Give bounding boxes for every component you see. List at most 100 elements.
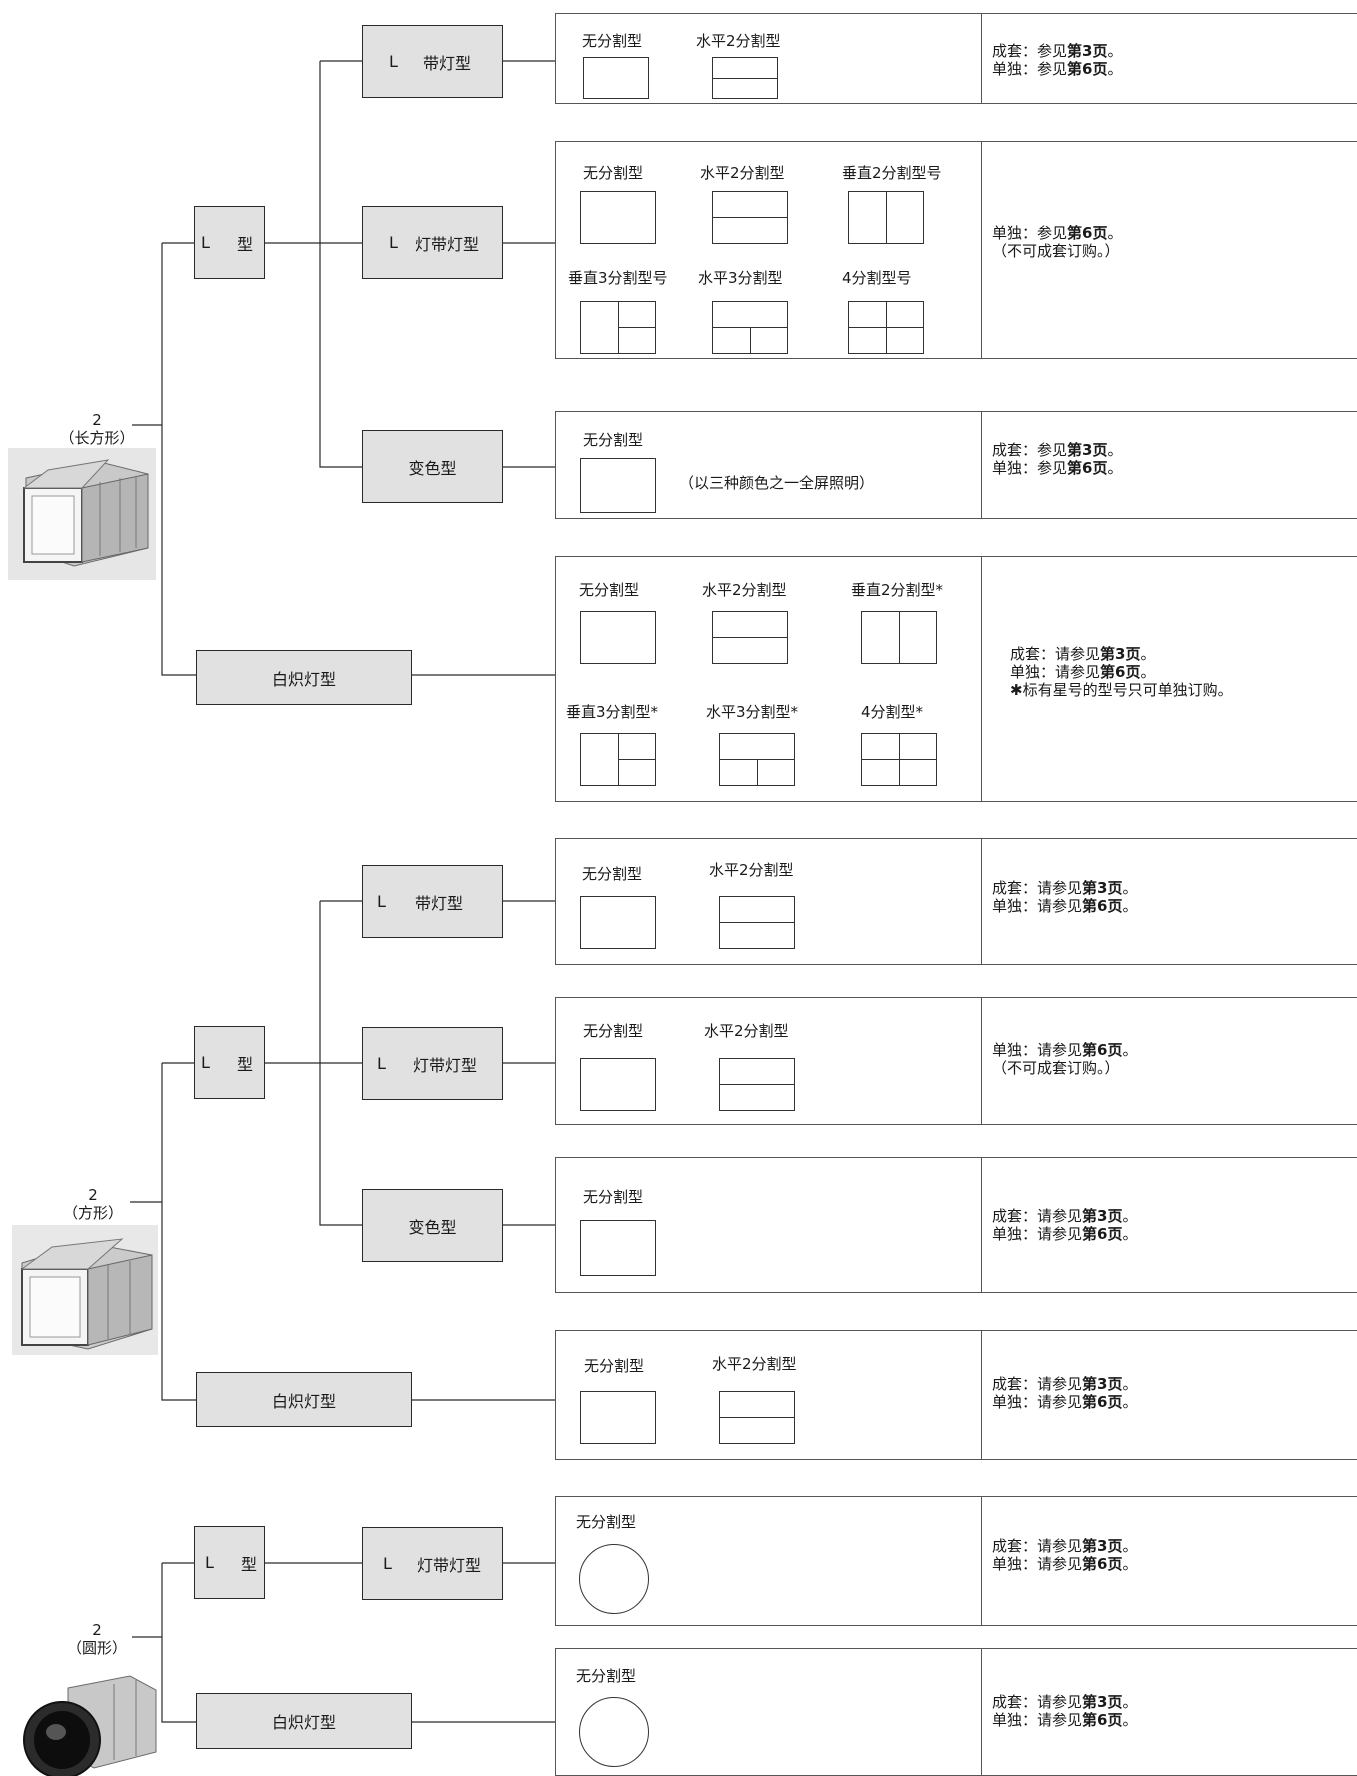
sub-label: 变色型 (408, 1214, 456, 1238)
type-l-prefix: L (201, 1053, 210, 1072)
pattern-label: 水平2分割型 (709, 859, 794, 880)
sub-label: 灯带灯型 (415, 231, 479, 255)
pattern-label: 无分割型 (576, 1511, 636, 1532)
order-note: 成套：参见第3页。 单独：参见第6页。 (992, 441, 1122, 477)
pattern-no-split (580, 1391, 656, 1444)
panel-divider (981, 1649, 982, 1775)
pattern-label: 无分割型 (584, 1355, 644, 1376)
incandescent-box-g1: 白炽灯型 (196, 650, 412, 705)
pattern-label: 无分割型 (582, 30, 642, 51)
sub-prefix: L (377, 1054, 386, 1073)
sub-label: 带灯型 (423, 50, 471, 74)
order-note: 单独：请参见第6页。 （不可成套订购。） (992, 1041, 1137, 1077)
pattern-h2-split (712, 57, 778, 99)
order-note: 成套：请参见第3页。 单独：请参见第6页。 (992, 1693, 1137, 1729)
square-switch-photo (12, 1225, 158, 1355)
panel-divider (981, 557, 982, 801)
pattern-h2-split (712, 611, 788, 664)
panel-divider (981, 839, 982, 964)
pattern-h2-split (719, 896, 795, 949)
pattern-label: 无分割型 (579, 579, 639, 600)
pattern-no-split (580, 1058, 656, 1111)
pattern-no-split (580, 611, 656, 664)
type-l-box-g3: L 型 (194, 1526, 265, 1599)
pattern-panel-g1-1: 无分割型 水平2分割型 成套：参见第3页。 单独：参见第6页。 (555, 13, 1357, 104)
pattern-panel-g3-1: 无分割型 成套：请参见第3页。 单独：请参见第6页。 (555, 1496, 1357, 1626)
sub-label: 变色型 (408, 455, 456, 479)
pattern-v2-split (848, 191, 924, 244)
sub-label: 灯带灯型 (413, 1052, 477, 1076)
pattern-label: 无分割型 (583, 162, 643, 183)
type-l-label: 型 (237, 231, 253, 255)
round-switch-photo (22, 1668, 158, 1776)
pattern-remark: （以三种颜色之一全屏照明） (679, 472, 874, 493)
panel-divider (981, 998, 982, 1124)
sub-box-g2-2: L 灯带灯型 (362, 1027, 503, 1100)
pattern-label: 无分割型 (583, 1186, 643, 1207)
sub-box-g1-2: L 灯带灯型 (362, 206, 503, 279)
pattern-no-split (583, 57, 649, 99)
pattern-label: 垂直3分割型* (566, 701, 658, 722)
order-note: 成套：参见第3页。 单独：参见第6页。 (992, 42, 1122, 78)
pattern-h2-split (719, 1391, 795, 1444)
order-note: 单独：参见第6页。 （不可成套订购。） (992, 224, 1122, 260)
pattern-panel-g1-2: 无分割型 水平2分割型 垂直2分割型号 垂直3分割型号 水平3分割型 4分割型号… (555, 141, 1357, 359)
sub-box-g3-1: L 灯带灯型 (362, 1527, 503, 1600)
pattern-v3-split (580, 301, 656, 354)
pattern-round-no-split (579, 1697, 649, 1767)
pattern-panel-g2-1: 无分割型 水平2分割型 成套：请参见第3页。 单独：请参见第6页。 (555, 838, 1357, 965)
panel-divider (981, 412, 982, 518)
panel-divider (981, 1497, 982, 1625)
pattern-label: 垂直3分割型号 (568, 267, 668, 288)
sub-prefix: L (383, 1554, 392, 1573)
pattern-h3-split (719, 733, 795, 786)
type-l-label: 型 (237, 1051, 253, 1075)
pattern-panel-g1-incandescent: 无分割型 水平2分割型 垂直2分割型* 垂直3分割型* 水平3分割型* 4分割型… (555, 556, 1357, 802)
pattern-label: 水平2分割型 (704, 1020, 789, 1041)
pattern-label: 无分割型 (583, 429, 643, 450)
incandescent-box-g2: 白炽灯型 (196, 1372, 412, 1427)
pattern-no-split (580, 1220, 656, 1276)
shape-label: （长方形） (52, 429, 142, 447)
category-label-round: 2 （圆形） (52, 1621, 142, 1657)
incandescent-box-g3: 白炽灯型 (196, 1693, 412, 1749)
size-label: 2 (48, 1186, 138, 1204)
sub-label: 带灯型 (415, 890, 463, 914)
pattern-no-split (580, 458, 656, 513)
type-l-box-g2: L 型 (194, 1026, 265, 1099)
pattern-panel-g3-incandescent: 无分割型 成套：请参见第3页。 单独：请参见第6页。 (555, 1648, 1357, 1776)
size-label: 2 (52, 411, 142, 429)
pattern-label: 垂直2分割型号 (842, 162, 942, 183)
pattern-label: 无分割型 (582, 863, 642, 884)
pattern-label: 垂直2分割型* (851, 579, 943, 600)
pattern-panel-g2-3: 无分割型 成套：请参见第3页。 单独：请参见第6页。 (555, 1157, 1357, 1293)
sub-box-g1-3: 变色型 (362, 430, 503, 503)
category-label-square: 2 （方形） (48, 1186, 138, 1222)
pattern-label: 水平3分割型* (706, 701, 798, 722)
pattern-panel-g1-3: 无分割型 （以三种颜色之一全屏照明） 成套：参见第3页。 单独：参见第6页。 (555, 411, 1357, 519)
pattern-h2-split (712, 191, 788, 244)
rectangular-switch-photo (8, 448, 156, 580)
pattern-label: 水平2分割型 (700, 162, 785, 183)
order-note: 成套：请参见第3页。 单独：请参见第6页。 (992, 1375, 1137, 1411)
category-label-rectangular: 2 （长方形） (52, 411, 142, 447)
pattern-label: 水平2分割型 (696, 30, 781, 51)
shape-label: （方形） (48, 1204, 138, 1222)
type-l-label: 型 (241, 1551, 257, 1575)
pattern-label: 无分割型 (583, 1020, 643, 1041)
pattern-v3-split (580, 733, 656, 786)
pattern-round-no-split (579, 1544, 649, 1614)
pattern-label: 水平2分割型 (702, 579, 787, 600)
type-l-prefix: L (205, 1553, 214, 1572)
sub-box-g1-1: L 带灯型 (362, 25, 503, 98)
incandescent-label: 白炽灯型 (272, 666, 336, 690)
sub-prefix: L (389, 233, 398, 252)
pattern-label: 水平2分割型 (712, 1353, 797, 1374)
pattern-label: 4分割型* (861, 701, 923, 722)
pattern-label: 水平3分割型 (698, 267, 783, 288)
incandescent-label: 白炽灯型 (272, 1388, 336, 1412)
incandescent-label: 白炽灯型 (272, 1709, 336, 1733)
pattern-panel-g2-2: 无分割型 水平2分割型 单独：请参见第6页。 （不可成套订购。） (555, 997, 1357, 1125)
pattern-h2-split (719, 1058, 795, 1111)
order-note: 成套：请参见第3页。 单独：请参见第6页。 (992, 1537, 1137, 1573)
